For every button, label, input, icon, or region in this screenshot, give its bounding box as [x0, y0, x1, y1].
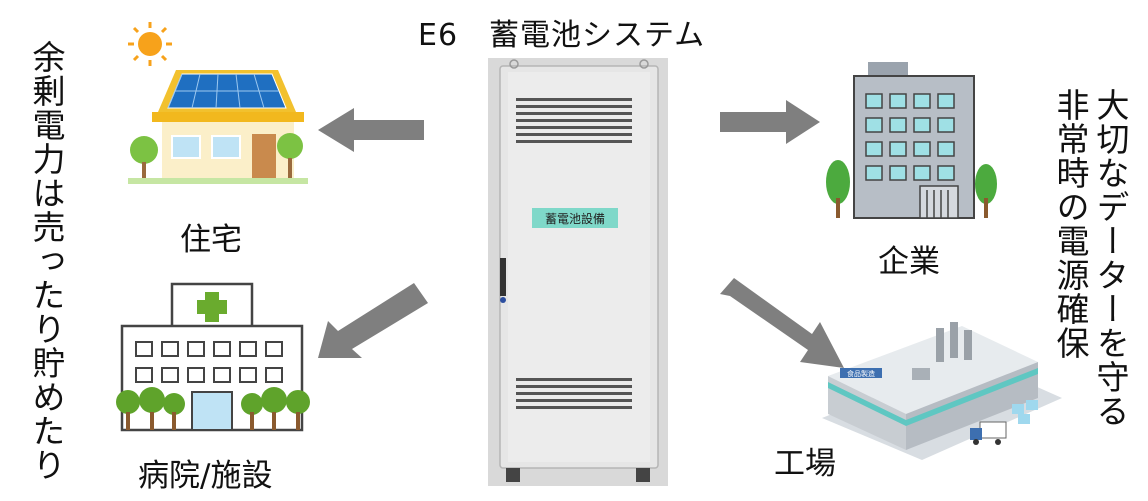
cabinet-plate: 蓄電池設備 [545, 211, 605, 226]
company-building-illustration [826, 62, 997, 219]
medical-cross-icon [197, 292, 227, 322]
diagram-title: E6 蓄電池システム [418, 18, 706, 53]
hospital-illustration [116, 282, 310, 432]
right-caption-2: 非常時の電源確保 [1051, 88, 1090, 360]
house-label: 住宅 [180, 222, 242, 258]
truck-icon [970, 421, 1007, 445]
hospital-label: 病院/施設 [138, 458, 273, 494]
company-label: 企業 [878, 244, 940, 280]
house-illustration [128, 22, 308, 184]
factory-label: 工場 [774, 446, 836, 482]
arrow-to-house [318, 108, 424, 152]
factory-illustration: 食品製造 [822, 322, 1062, 460]
arrow-to-hospital [318, 283, 428, 358]
factory-sign: 食品製造 [847, 369, 875, 378]
right-caption-1: 大切なデーターを守る [1091, 88, 1130, 428]
left-caption: 余剰電力は売ったり貯めたり [27, 40, 66, 482]
arrow-to-company [720, 100, 820, 144]
arrow-to-factory [720, 278, 844, 368]
sun-icon [128, 22, 172, 66]
battery-cabinet-illustration: 蓄電池設備 [488, 58, 668, 486]
